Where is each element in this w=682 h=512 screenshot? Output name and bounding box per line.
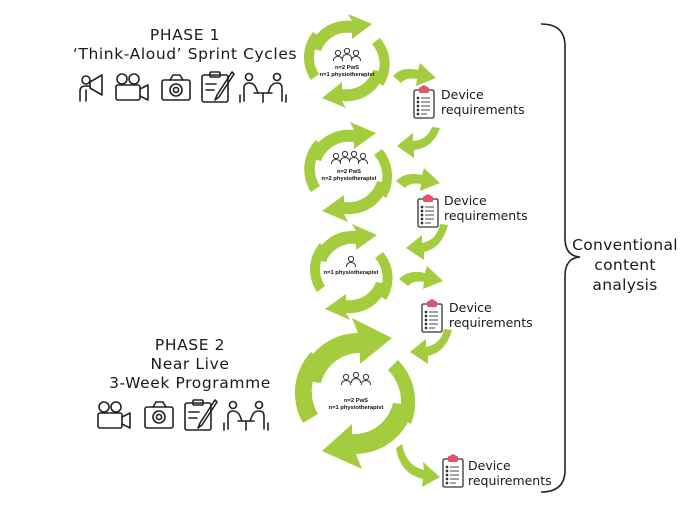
phase2-line2: Near Live [150,355,230,373]
requirements-2-line1: Device [444,193,487,208]
requirements-1-clipboard-icon [413,84,435,119]
requirements-2-clipboard-icon [417,193,439,228]
cycle-4-arrows [294,318,416,469]
connector-arrows [393,63,452,487]
requirements-4-line1: Device [468,458,511,473]
requirements-3-line2: requirements [449,315,533,330]
cycle-2-line2: n=2 physiotherapist [321,176,377,182]
cycle-1-line2: n=1 physiotherapist [319,72,375,78]
cycle-1-arrows [303,14,390,108]
phase2-line3: 3-Week Programme [109,374,271,392]
phase1-icons [79,71,287,103]
analysis-line3: analysis [592,276,658,294]
cycle-4-people-icon [341,371,371,386]
requirements-3-label: Device requirements [449,300,533,330]
phase2-icons [97,399,269,431]
interview-table-icon [223,400,269,431]
requirements-4-clipboard-icon [442,453,464,488]
requirements-1-line2: requirements [441,102,525,117]
requirements-2-label: Device requirements [444,193,528,223]
cycle-1-label: n=2 PwS n=1 physiotherapist [307,65,387,79]
phase1-heading: PHASE 1 ‘Think-Aloud’ Sprint Cycles [70,26,300,64]
cycle-2-people-icon [331,150,368,165]
cycle-4-label: n=2 PwS n=1 physiotherapist [316,398,396,412]
cycle-1-line1: n=2 PwS [334,65,359,71]
requirements-1-line1: Device [441,87,484,102]
cycle-3-label: n=1 physiotherapist [311,270,391,277]
cycle-4-line2: n=1 physiotherapist [328,405,384,411]
analysis-brace [540,23,581,493]
cycle-2-line1: n=2 PwS [336,169,361,175]
video-camera-icon [97,401,131,429]
phase2-title: PHASE 2 [154,336,226,354]
analysis-label: Conventional content analysis [568,235,682,295]
clipboard-pen-icon [184,399,218,431]
requirements-2-line2: requirements [444,208,528,223]
analysis-line1: Conventional [572,236,678,254]
requirements-4-label: Device requirements [468,458,552,488]
cycle-3-line1: n=1 physiotherapist [323,270,379,276]
cycle-3-person-icon [346,255,356,268]
cycle-3-arrows [310,224,393,320]
camera-icon [144,401,174,429]
requirements-3-line1: Device [449,300,492,315]
requirements-1-label: Device requirements [441,87,525,117]
megaphone-person-icon [79,74,103,102]
video-camera-icon [115,73,149,101]
requirements-3-clipboard-icon [421,298,443,333]
phase1-title: PHASE 1 [149,26,221,44]
requirements-4-line2: requirements [468,473,552,488]
interview-table-icon [239,72,287,103]
cycle-2-arrows [304,122,393,222]
camera-icon [161,74,191,101]
cycle-2-label: n=2 PwS n=2 physiotherapist [309,169,389,183]
phase2-heading: PHASE 2 Near Live 3-Week Programme [90,336,290,393]
clipboard-pen-icon [201,71,235,103]
phase1-subtitle: ‘Think-Aloud’ Sprint Cycles [72,45,298,63]
analysis-line2: content [594,256,656,274]
cycle-4-line1: n=2 PwS [343,398,368,404]
cycle-1-people-icon [333,47,361,62]
